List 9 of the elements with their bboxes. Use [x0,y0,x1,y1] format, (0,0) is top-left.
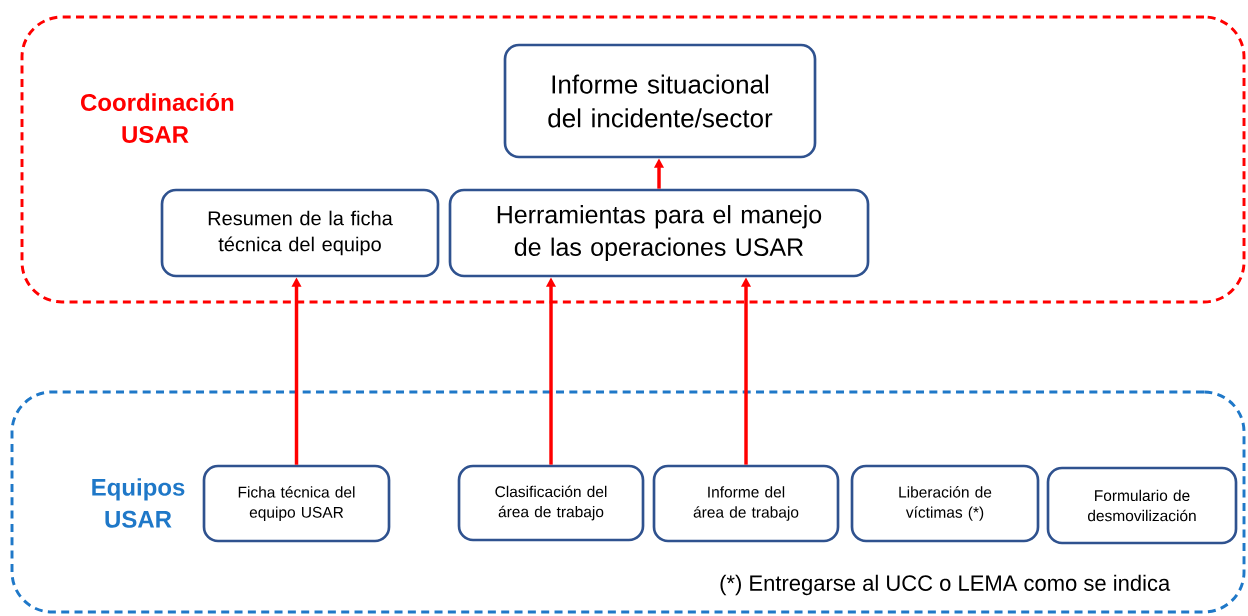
process-box: Informe del área de trabajo [652,464,840,543]
footnote: (*) Entregarse al UCC o LEMA como se indica [720,574,1171,596]
process-box: Liberación de víctimas (*) [850,464,1040,543]
process-box: Formulario de desmovilización [1046,466,1238,545]
process-box: Informe situacional del incidente/sector [503,43,817,159]
process-box: Clasificación del área de trabajo [457,464,645,542]
process-box: Herramientas para el manejo de las operaciones USAR [448,188,870,278]
process-box: Resumen de la ficha técnica del equipo [160,188,440,278]
process-box: Ficha técnica del equipo USAR [202,464,391,543]
